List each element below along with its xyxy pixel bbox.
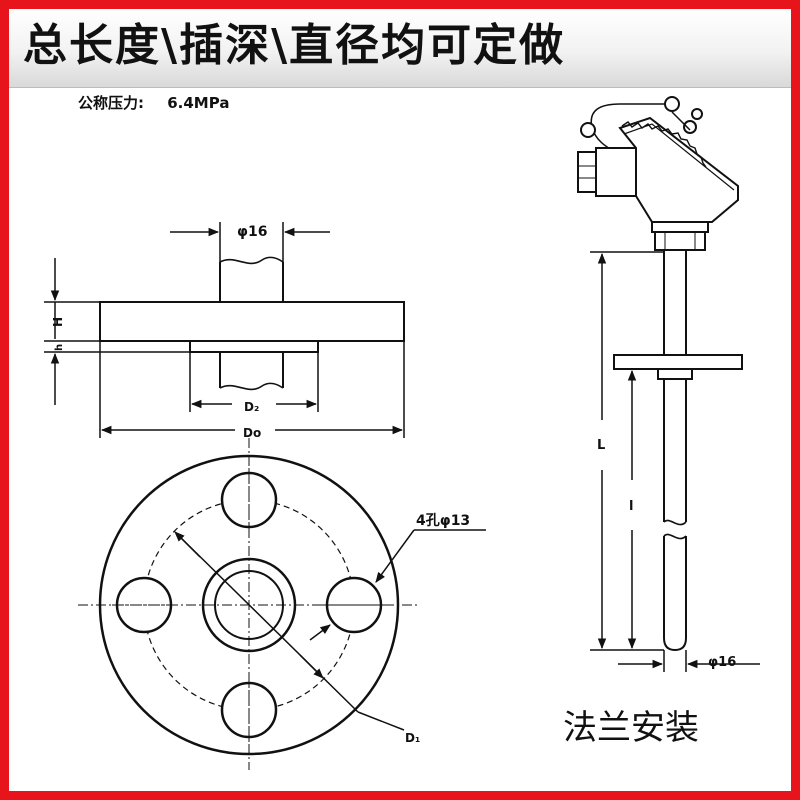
shaft-diameter-dimension bbox=[170, 222, 330, 262]
holes-label: 4孔φ13 bbox=[416, 513, 470, 529]
thermocouple-assembly bbox=[577, 96, 743, 652]
boss-diameter-label: D₂ bbox=[244, 400, 259, 414]
boss-diameter-dimension bbox=[189, 352, 319, 412]
length-dimensions bbox=[590, 251, 664, 651]
probe-diameter-label: φ16 bbox=[708, 655, 736, 670]
pressure-value: 6.4MPa bbox=[167, 94, 230, 112]
pressure-label: 公称压力: bbox=[78, 94, 144, 112]
banner: 总长度\插深\直径均可定做 bbox=[9, 9, 791, 88]
holes-leader bbox=[309, 529, 486, 641]
bolt-circle-label: D₁ bbox=[405, 731, 420, 745]
shaft-diameter-label: φ16 bbox=[237, 224, 267, 240]
length-total-label: L bbox=[597, 438, 605, 453]
flange-side-view bbox=[99, 256, 405, 391]
height-label: H bbox=[51, 317, 65, 327]
bolt-circle-arrows bbox=[174, 531, 324, 679]
outer-diameter-label: Do bbox=[243, 426, 261, 440]
banner-title: 总长度\插深\直径均可定做 bbox=[23, 20, 566, 71]
height-dimension bbox=[44, 258, 190, 405]
length-insert-label: l bbox=[629, 499, 633, 514]
pressure-spec: 公称压力: 6.4MPa bbox=[78, 92, 229, 113]
flange-top-view bbox=[78, 438, 420, 770]
outer-diameter-dimension bbox=[99, 341, 405, 438]
probe-diameter-dimension bbox=[618, 650, 760, 672]
step-label: h bbox=[54, 344, 65, 351]
caption-flange-install: 法兰安装 bbox=[563, 708, 699, 748]
